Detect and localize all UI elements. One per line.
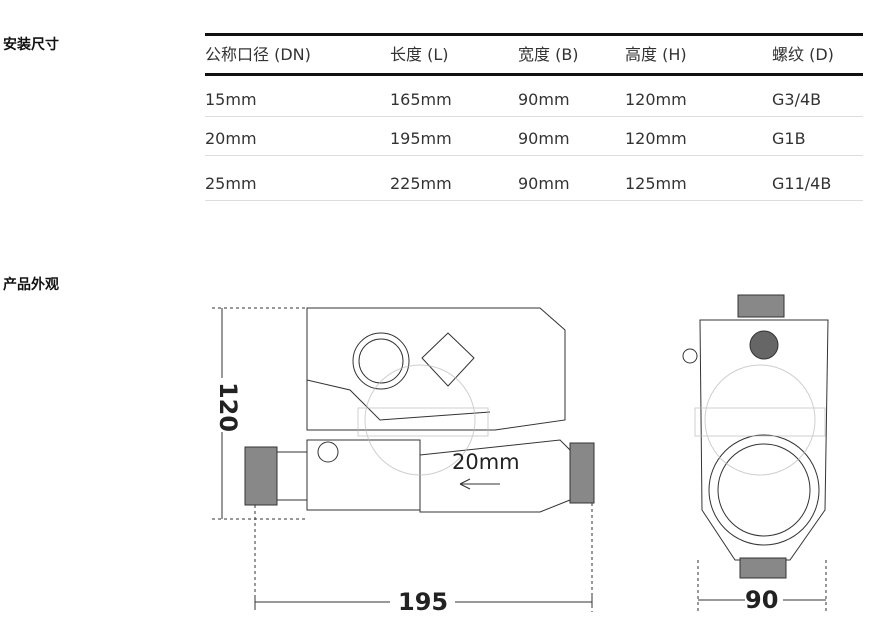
cell-length: 225mm <box>390 174 452 193</box>
size-label: 20mm <box>452 450 520 474</box>
table-top-rule <box>205 33 863 36</box>
install-dimensions-heading: 安装尺寸 <box>3 37 59 53</box>
cell-dn: 20mm <box>205 129 257 148</box>
cell-thread: G3/4B <box>772 90 822 109</box>
height-dimension-label: 120 <box>214 381 243 433</box>
cell-width: 90mm <box>518 90 570 109</box>
cell-length: 165mm <box>390 90 452 109</box>
header-length: 长度 (L) <box>390 45 449 64</box>
header-thread: 螺纹 (D) <box>772 45 834 64</box>
cell-height: 120mm <box>625 90 687 109</box>
watermark <box>357 364 826 476</box>
row-divider <box>205 200 863 201</box>
cell-width: 90mm <box>518 129 570 148</box>
row-divider <box>205 116 863 117</box>
cell-thread: G11/4B <box>772 174 832 193</box>
cell-length: 195mm <box>390 129 452 148</box>
cell-thread: G1B <box>772 129 806 148</box>
row-divider <box>205 155 863 156</box>
header-width: 宽度 (B) <box>518 45 579 64</box>
cell-dn: 15mm <box>205 90 257 109</box>
cell-height: 120mm <box>625 129 687 148</box>
header-height: 高度 (H) <box>625 45 687 64</box>
meter-side-view <box>212 307 595 612</box>
header-dn: 公称口径 (DN) <box>205 45 311 64</box>
length-dimension-label: 195 <box>398 588 449 616</box>
cell-height: 125mm <box>625 174 687 193</box>
meter-front-view <box>682 294 829 612</box>
width-dimension-label: 90 <box>745 586 779 614</box>
appearance-heading: 产品外观 <box>3 277 59 293</box>
table-header-rule <box>205 73 863 76</box>
cell-dn: 25mm <box>205 174 257 193</box>
cell-width: 90mm <box>518 174 570 193</box>
